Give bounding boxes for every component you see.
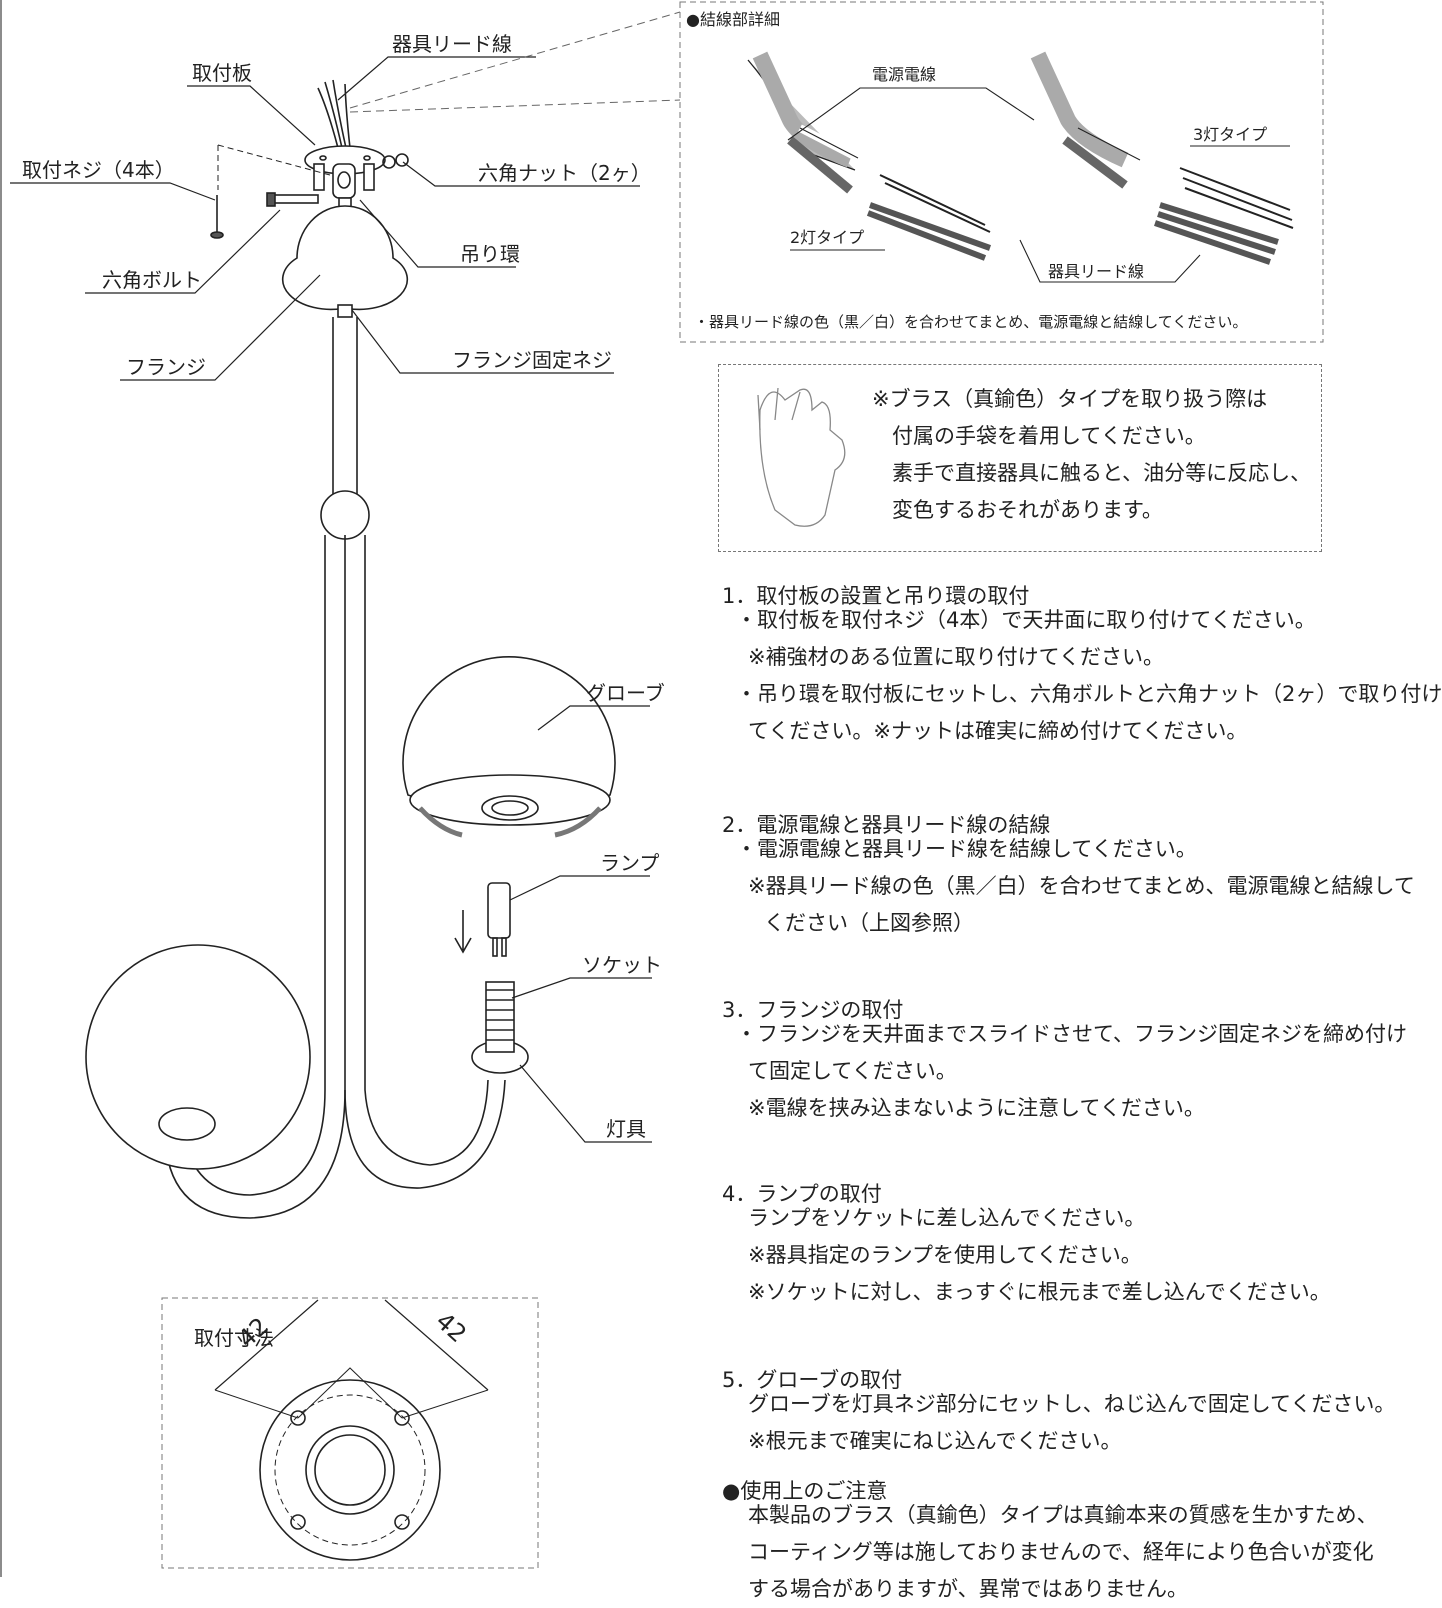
step-3-title: 3．フランジの取付	[722, 998, 904, 1022]
wiring-type-2: 2灯タイプ	[790, 228, 864, 247]
step-5-line: ※根元まで確実にねじ込んでください。	[748, 1429, 1122, 1453]
wiring-title: ●結線部詳細	[686, 10, 780, 29]
label-socket: ソケット	[582, 953, 662, 977]
caution-line: する場合がありますが、異常ではありません。	[748, 1577, 1188, 1601]
step-5-line: グローブを灯具ネジ部分にセットし、ねじ込んで固定してください。	[748, 1392, 1396, 1416]
label-mount-screw: 取付ネジ（4本）	[22, 158, 175, 182]
label-fixture: 灯具	[606, 1117, 646, 1141]
dimension-right: 42	[430, 1307, 471, 1348]
gloves-note-line1: ※ブラス（真鍮色）タイプを取り扱う際は	[872, 387, 1268, 411]
label-lamp: ランプ	[600, 851, 659, 875]
assembly-diagram: 器具リード線 取付板 取付ネジ（4本） 六角ナット（2ヶ） 六角ボルト 吊り環 …	[0, 0, 1324, 1577]
fixture-drawing	[85, 79, 616, 1219]
step-2-body: ・電源電線と器具リード線を結線してください。 ※器具リード線の色（黒／白）を合わ…	[736, 831, 1415, 942]
label-hex-nut: 六角ナット（2ヶ）	[478, 161, 651, 185]
caution-body: 本製品のブラス（真鍮色）タイプは真鍮本来の質感を生かすため、 コーティング等は施…	[748, 1497, 1378, 1608]
step-3-line: て固定してください。	[748, 1059, 957, 1083]
step-2-line: ・電源電線と器具リード線を結線してください。	[736, 837, 1197, 861]
step-1-line: ・吊り環を取付板にセットし、六角ボルトと六角ナット（2ヶ）で取り付け	[736, 682, 1442, 706]
label-hex-bolt: 六角ボルト	[102, 268, 202, 292]
caution-line: 本製品のブラス（真鍮色）タイプは真鍮本来の質感を生かすため、	[748, 1503, 1378, 1527]
wiring-detail-box: ●結線部詳細 電源電線 2灯タイプ 3灯タイプ 器具リード線 ・器具リード線の色…	[679, 1, 1324, 343]
label-flange-screw: フランジ固定ネジ	[452, 348, 612, 372]
gloves-note-line3: 素手で直接器具に触ると、油分等に反応し、	[892, 461, 1312, 485]
step-5-title: 5．グローブの取付	[722, 1368, 903, 1392]
dimension-box: 取付寸法 42 42	[161, 1297, 539, 1569]
step-1-title: 1．取付板の設置と吊り環の取付	[722, 584, 1030, 608]
step-4-line: ランプをソケットに差し込んでください。	[748, 1206, 1146, 1230]
step-1-body: ・取付板を取付ネジ（4本）で天井面に取り付けてください。 ※補強材のある位置に取…	[736, 602, 1442, 750]
gloves-note-line2: 付属の手袋を着用してください。	[892, 424, 1206, 448]
step-4-title: 4．ランプの取付	[722, 1182, 882, 1206]
label-hanging-ring: 吊り環	[460, 242, 520, 266]
step-3-line: ・フランジを天井面までスライドさせて、フランジ固定ネジを締め付け	[736, 1022, 1407, 1046]
leader-lines	[10, 56, 652, 1143]
step-3-line: ※電線を挟み込まないように注意してください。	[748, 1096, 1205, 1120]
step-1-line: てください。※ナットは確実に締め付けてください。	[748, 719, 1248, 743]
step-4-line: ※器具指定のランプを使用してください。	[748, 1243, 1142, 1267]
step-1-line: ・取付板を取付ネジ（4本）で天井面に取り付けてください。	[736, 608, 1316, 632]
step-1-line: ※補強材のある位置に取り付けてください。	[748, 645, 1164, 669]
wiring-type-3: 3灯タイプ	[1193, 125, 1267, 144]
dimension-title: 取付寸法	[194, 1326, 274, 1350]
wiring-note: ・器具リード線の色（黒／白）を合わせてまとめ、電源電線と結線してください。	[694, 313, 1247, 331]
wiring-lead-wire: 器具リード線	[1048, 262, 1144, 281]
step-4-line: ※ソケットに対し、まっすぐに根元まで差し込んでください。	[748, 1280, 1331, 1304]
step-3-body: ・フランジを天井面までスライドさせて、フランジ固定ネジを締め付け て固定してくだ…	[736, 1016, 1407, 1127]
gloves-icon	[757, 387, 846, 527]
label-flange: フランジ	[126, 355, 206, 379]
caution-line: コーティング等は施しておりませんので、経年により色合いが変化	[748, 1540, 1374, 1564]
label-lead-wire: 器具リード線	[392, 32, 512, 56]
step-2-line: ※器具リード線の色（黒／白）を合わせてまとめ、電源電線と結線して	[748, 874, 1415, 898]
step-2-line: ください（上図参照）	[764, 911, 974, 935]
caution-title: ●使用上のご注意	[722, 1479, 888, 1503]
gloves-note-line4: 変色するおそれがあります。	[892, 498, 1163, 522]
label-globe: グローブ	[586, 681, 665, 705]
wiring-power-wire: 電源電線	[872, 65, 936, 84]
gloves-note-box	[718, 364, 1322, 552]
label-mount-plate: 取付板	[192, 61, 252, 85]
step-2-title: 2．電源電線と器具リード線の結線	[722, 813, 1051, 837]
gloves-note: ※ブラス（真鍮色）タイプを取り扱う際は 付属の手袋を着用してください。 素手で直…	[872, 381, 1311, 529]
step-4-body: ランプをソケットに差し込んでください。 ※器具指定のランプを使用してください。 …	[748, 1200, 1331, 1311]
step-5-body: グローブを灯具ネジ部分にセットし、ねじ込んで固定してください。 ※根元まで確実に…	[748, 1386, 1395, 1460]
